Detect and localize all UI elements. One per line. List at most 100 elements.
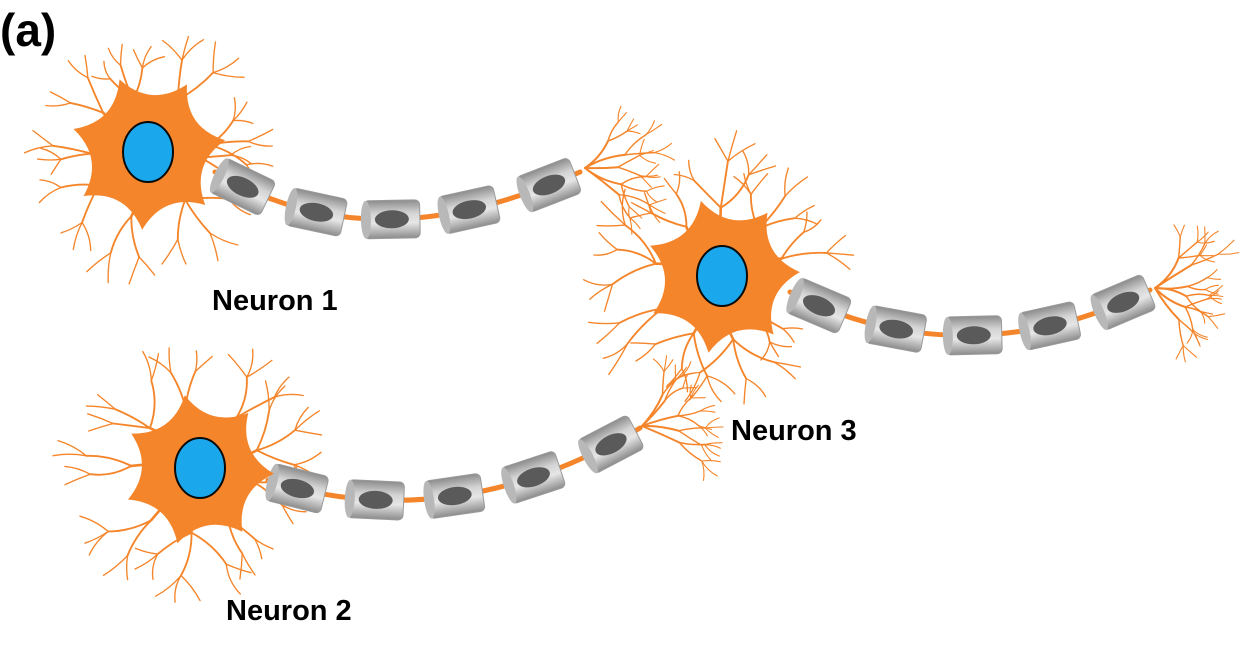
neuron-2-dendrite [168,347,172,374]
neuron-3-dendrite [732,338,776,364]
neuron-3-axon-terminal [1204,230,1219,245]
neuron-2-axon-terminal [675,366,687,381]
neuron-1-dendrite [81,221,92,252]
neuron-1-axon-terminal [617,112,628,123]
neuron-1-dendrite [69,101,105,114]
neuron-3-axon-terminal [1217,252,1240,255]
neuron-1-axon-terminal [645,185,665,192]
neuron-3-dendrite [635,343,657,362]
neuron-3-axon-terminal [1179,224,1185,238]
neuron-2-axon-terminal [641,414,679,427]
neuron-2-dendrite [254,538,274,550]
neuron-1-dendrite [38,186,62,204]
neuron-2-axon-terminal [699,404,716,412]
neuron-2-dendrite [180,531,193,577]
neuron-2-dendrite [241,552,256,576]
neuron-2-dendrite [96,393,117,411]
neuron-2-dendrite [154,574,182,597]
neuron-3-axon-terminal [1186,276,1208,288]
neuron-1-dendrite [50,158,62,175]
neuron-1-dendrite [119,43,123,66]
neuron-1-axon-terminal [620,183,648,193]
neuron-3-dendrite [727,130,738,162]
neuron-2-dendrite [85,405,117,411]
neuron-3-axon-terminal [1217,239,1235,255]
neuron-2-dendrite [235,396,276,419]
neuron-1-axon-terminal [624,133,647,156]
neuron-1-dendrite [36,158,62,161]
neuron-3-axon-terminal [1204,288,1219,295]
neuron-1-dendrite [245,162,274,167]
neuron-3-axon-terminal [1178,318,1197,335]
neuron-1-dendrite [176,198,187,241]
neuron-1-dendrite [109,215,133,254]
neuron-2-axon-terminal [704,443,721,457]
neuron-2-axon-terminal [641,393,664,427]
neuron-1-nucleus [122,121,174,183]
neuron-2-axon-terminal [677,397,692,417]
neuron-2-dendrite [294,410,320,431]
neuron-3-dendrite [825,252,855,256]
neuron-3-dendrite [743,378,747,405]
neuron-3-axon-terminal [1208,294,1223,305]
neuron-3-axon-terminal [1182,344,1198,358]
myelin-segment [360,199,421,240]
neuron-2-axon-terminal [641,424,680,432]
neuron-3-dendrite [773,361,796,380]
neuron-3-axon-terminal [1207,313,1226,318]
neuron-3-dendrite [773,361,802,368]
neuron-3-dendrite [692,332,709,377]
neuron-1-dendrite [161,39,183,61]
myelin-segment [1090,274,1156,331]
neuron-1-dendrite [45,102,72,107]
neuron-3-dendrite [602,342,629,359]
neuron-1-axon-terminal [584,153,626,169]
neuron-2-dendrite [255,429,296,452]
neuron-3-dendrite [643,192,652,214]
neuron-3-axon-terminal [1208,285,1224,296]
axon-terminals-layer [584,105,1240,481]
neuron-3-axon-terminal [1206,269,1218,279]
neuron-2-axon-terminal [661,370,665,396]
neuron-1-dendrite [59,152,93,161]
myelin-segment [265,463,329,514]
neuron-1-dendrite [184,198,211,234]
neuron-2-axon-terminal [689,384,692,399]
neuron-2-axon-terminal [678,441,703,462]
neuron-3-dendrite [600,200,626,226]
neuron-2-dendrite [84,530,109,544]
neuron-3-dendrite [706,375,722,403]
neuron-2-axon-terminal [704,442,723,445]
neuron-1-dendrite [86,76,105,114]
neuron-3-axon-terminal [1194,333,1201,347]
neuron-1-axon-terminal [639,149,654,156]
neuron-3-dendrite [803,211,808,233]
neuron-3-dendrite [825,234,847,254]
neuron-2-dendrite [88,422,114,432]
myelin-segment [942,315,1003,356]
neuron-2-axon-terminal [663,359,674,373]
neuron-3-dendrite [693,179,722,209]
neuron-1-dendrite [232,101,248,122]
neuron-2-dendrite [239,552,243,580]
neuron-3-dendrite [663,177,677,195]
neuron-2-axon-terminal [690,384,699,399]
neuron-1-dendrite [212,57,240,74]
neuron-2-dendrite [246,359,273,378]
neuron-1-axon-terminal [629,217,633,235]
neuron-3-axon-terminal [1206,277,1222,280]
neuron-3-axon-terminal [1154,264,1193,289]
neuron-2-dendrite [125,554,129,581]
neuron-2-dendrite [151,553,159,581]
neuron-2-dendrite [148,356,172,374]
neuron-3-dendrite [784,167,789,197]
neuron-2-axon-terminal [704,427,719,438]
neuron-2-dendrite [294,429,323,436]
neuron-2-axon-terminal [701,444,712,462]
neuron-3-dendrite [769,341,793,348]
myelin-segment [501,451,566,504]
neuron-1-axon-terminal [617,166,642,177]
neuron-3-dendrite [673,173,695,182]
neuron-3-axon-terminal [1154,286,1188,298]
